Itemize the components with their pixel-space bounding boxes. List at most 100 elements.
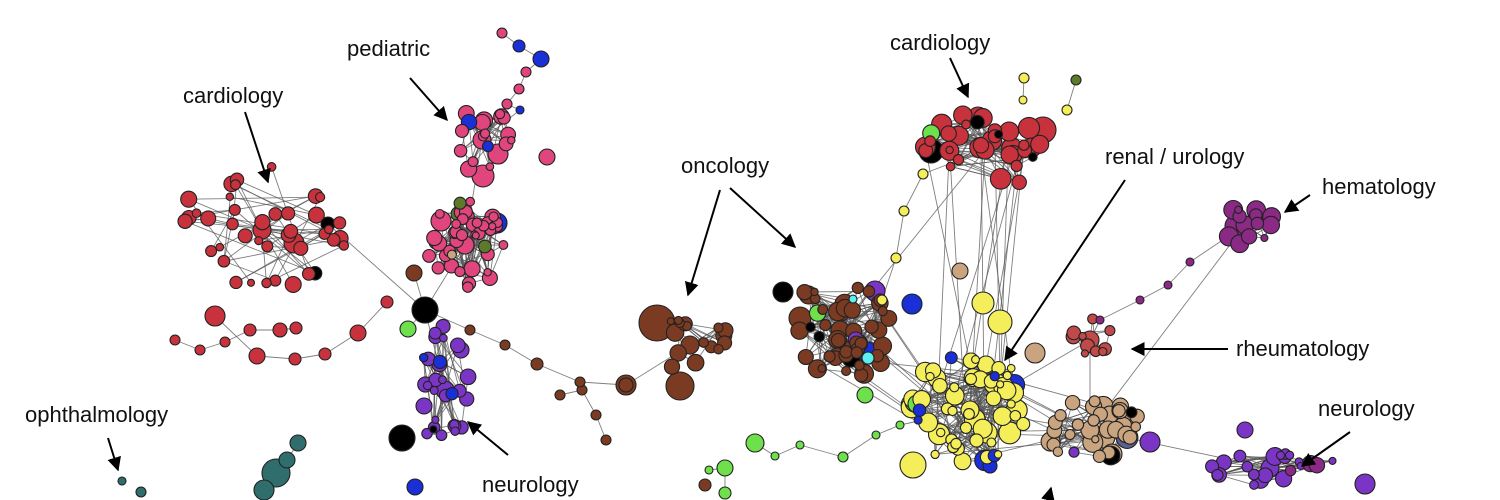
network-edge <box>236 179 317 216</box>
renal-node <box>944 351 958 365</box>
cardiology-left-node <box>229 275 243 290</box>
cluster-labels: pediatric cardiology oncology cardiology… <box>25 30 1436 497</box>
network-edge <box>948 133 967 428</box>
renal-node <box>985 390 1002 407</box>
oncology-chain <box>618 377 634 393</box>
network-edge <box>229 196 317 216</box>
neurology-node <box>1236 421 1254 439</box>
pediatric-tip <box>501 98 513 110</box>
oncology-right-node <box>817 304 829 315</box>
neurology-right-node <box>1211 468 1224 481</box>
cardiology-left-node <box>237 228 253 244</box>
urology-node <box>1054 409 1067 422</box>
label-ophthalmology: ophthalmology <box>25 402 168 427</box>
renal-node <box>1016 416 1031 432</box>
renal-node <box>1006 399 1016 409</box>
oncology-right-node <box>819 319 832 332</box>
neurology-right-node <box>1233 449 1247 463</box>
neurology-left-node <box>445 387 459 401</box>
cardiology-left-node <box>293 240 309 256</box>
neurology-node <box>1139 431 1161 453</box>
label-hematology: hematology <box>1322 174 1436 199</box>
arrow-cardiology-right <box>949 57 970 99</box>
oncology-right-node <box>851 281 864 295</box>
cardiology-left-node <box>314 191 326 203</box>
green-node <box>399 320 417 338</box>
network-edges <box>174 32 1333 493</box>
arrow-neurology-left <box>466 421 509 456</box>
cardiology-loop <box>349 324 367 342</box>
blue-node <box>901 293 923 315</box>
cardiology-left-node <box>177 213 193 229</box>
network-edge <box>1139 284 1169 301</box>
cardiology-right-node <box>1011 174 1027 191</box>
cardiology-loop <box>243 323 257 337</box>
oncology-right-node <box>817 364 827 373</box>
cardiology-left-node <box>191 208 202 219</box>
cardiology-right-node <box>945 145 954 155</box>
network-edge <box>807 294 823 369</box>
oncology-chain <box>590 409 602 421</box>
cardiology-left-node <box>326 233 341 247</box>
oncology-right-node <box>843 301 861 319</box>
renal-node <box>913 415 923 425</box>
network-edge <box>799 444 844 458</box>
label-neurology-right: neurology <box>1318 396 1415 421</box>
arrow-bottom <box>1041 486 1055 500</box>
neurology-node <box>1354 473 1376 495</box>
green-chain <box>716 459 734 477</box>
network-edge <box>939 154 1014 386</box>
oncology-left-node <box>666 317 675 326</box>
urology-node <box>1092 449 1107 463</box>
label-pediatric: pediatric <box>347 36 430 61</box>
ophthalmology-node <box>135 486 147 498</box>
arrow-ophthalmology <box>107 437 121 472</box>
oncology-chain <box>499 339 511 351</box>
oncology-chain <box>600 434 612 446</box>
oncology-left-node <box>713 322 724 333</box>
neurology-right-node <box>1241 460 1254 473</box>
green-chain <box>770 451 780 461</box>
neurology-left-node <box>429 385 439 396</box>
neurology-right-node <box>1247 468 1260 481</box>
cardiology-left-node <box>266 162 277 172</box>
oncology-right-node <box>850 346 864 359</box>
network-edge <box>261 229 294 285</box>
network-edge <box>925 150 974 378</box>
neurology-right-node <box>1275 450 1286 461</box>
urology-node <box>1064 394 1081 411</box>
green-node <box>856 386 874 404</box>
hematology-node <box>1240 228 1258 245</box>
cardiology-left-node <box>332 216 347 230</box>
renal-node <box>971 355 980 364</box>
arrow-neurology-right <box>1300 431 1351 467</box>
neurology-left-node <box>432 354 448 370</box>
oncology-right-node <box>854 368 869 383</box>
renal-chain <box>1018 95 1028 105</box>
cardiology-right-node <box>1018 139 1030 151</box>
network-edge <box>774 444 801 457</box>
network-edge <box>1167 261 1191 286</box>
urology-node <box>1091 435 1100 444</box>
cardiology-right-node <box>945 161 956 172</box>
pediatric-upper-node <box>467 156 479 168</box>
network-edge <box>1099 299 1141 321</box>
cardiology-left-node <box>254 236 264 246</box>
cardiology-left-node <box>226 217 239 231</box>
renal-node <box>899 451 927 479</box>
renal-node <box>912 403 927 417</box>
neurology-left-node <box>422 380 433 391</box>
pediatric-upper-node <box>494 108 506 120</box>
hematology-chain <box>1163 280 1173 290</box>
renal-node <box>969 433 984 448</box>
neurology-left-node <box>428 326 442 340</box>
neurology-left-node <box>459 368 477 386</box>
cardiology-left-node <box>301 267 316 281</box>
cardiology-left-node <box>217 254 231 268</box>
rheumatology-node <box>1104 325 1116 337</box>
renal-node <box>963 408 975 420</box>
renal-node <box>930 449 940 460</box>
pediatric-node <box>483 268 492 277</box>
olive-chain <box>1061 104 1073 116</box>
neurology-right-node <box>1328 456 1337 465</box>
